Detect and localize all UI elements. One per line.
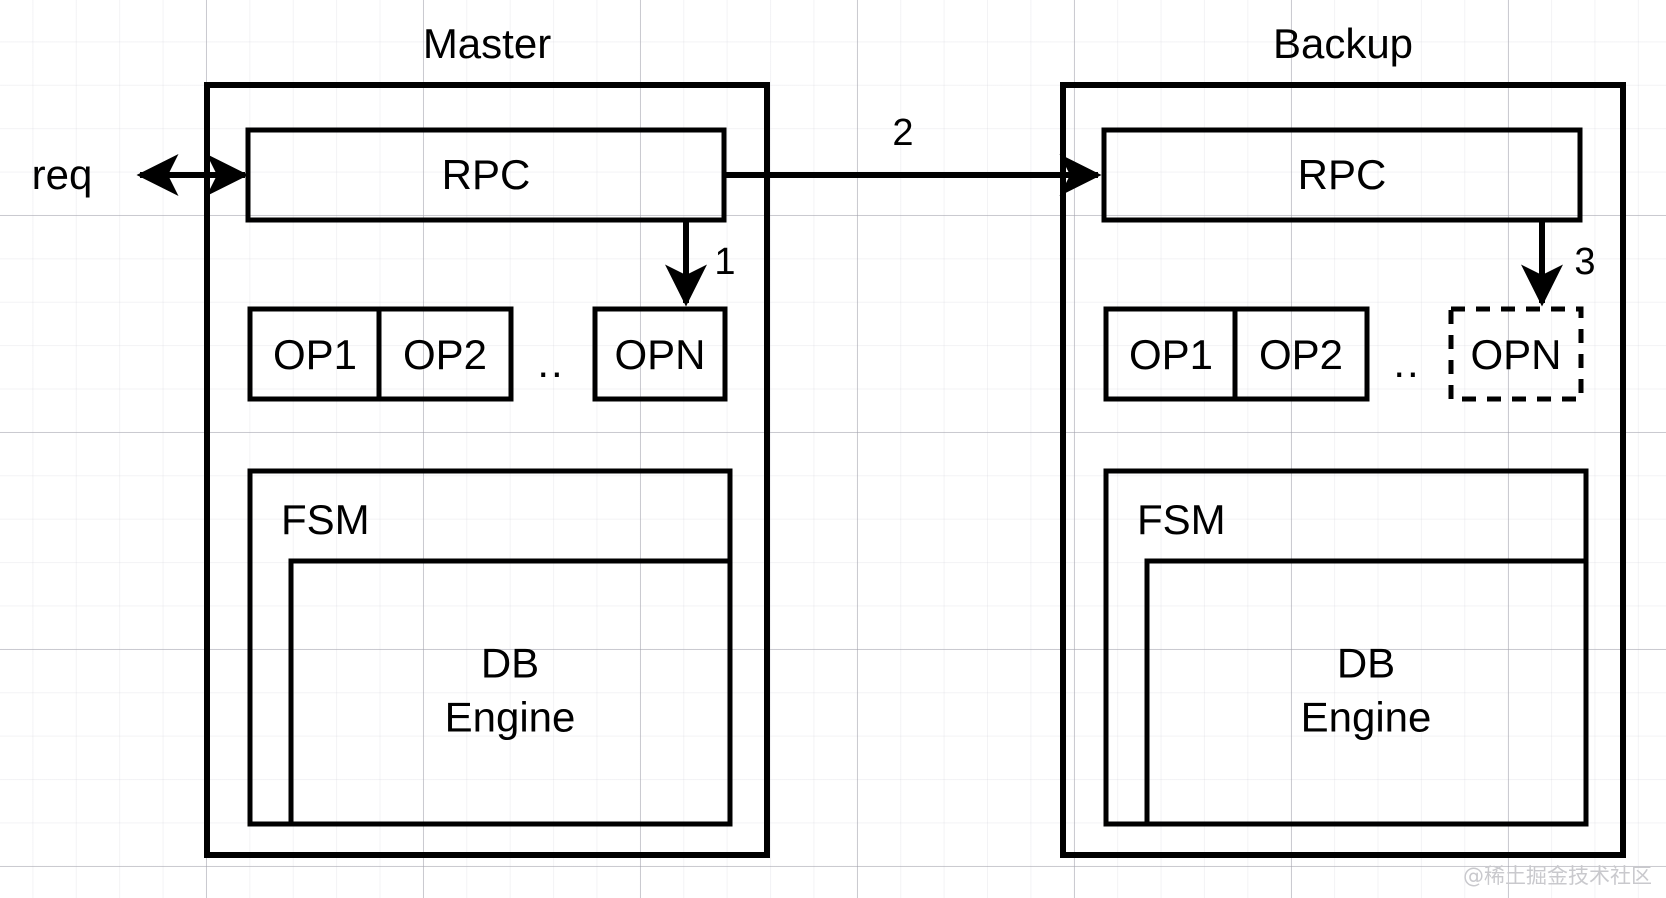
master-db-engine-label: DB Engine [445, 636, 576, 744]
backup-db-engine-box [1144, 558, 1589, 827]
backup-op2-label: OP2 [1258, 331, 1344, 378]
master-db-line2: Engine [444, 693, 576, 740]
master-opn-box [592, 306, 728, 402]
backup-fsm-label: FSM [1137, 496, 1226, 543]
backup-ellipsis: .. [1393, 339, 1421, 386]
backup-opn-box [1448, 306, 1584, 402]
backup-rpc-label: RPC [1297, 151, 1387, 198]
master-rpc-label: RPC [441, 151, 531, 198]
backup-op2-box [1232, 306, 1370, 402]
master-db-line1: DB [480, 639, 540, 687]
master-op2-box [376, 306, 514, 402]
backup-rpc-box [1101, 127, 1583, 223]
master-fsm-label: FSM [281, 496, 370, 543]
master-db-engine-box [288, 558, 733, 827]
master-title: Master [422, 20, 552, 67]
req-label: req [31, 151, 93, 198]
edge-label-2: 2 [892, 112, 914, 154]
backup-db-line2: Engine [1300, 693, 1432, 740]
edge-label-3: 3 [1574, 241, 1596, 283]
backup-container [1060, 82, 1626, 858]
master-opn-label: OPN [614, 331, 706, 378]
master-container [204, 82, 770, 858]
master-ellipsis: .. [537, 339, 565, 386]
edge-label-1: 1 [714, 241, 736, 283]
watermark: @稀土掘金技术社区 [1463, 864, 1652, 888]
master-op2-label: OP2 [402, 331, 488, 378]
backup-db-engine-label: DB Engine [1301, 636, 1432, 744]
backup-opn-label: OPN [1470, 331, 1562, 378]
backup-op1-label: OP1 [1128, 331, 1214, 378]
master-op1-label: OP1 [272, 331, 358, 378]
backup-title: Backup [1272, 20, 1414, 67]
backup-db-line1: DB [1336, 639, 1396, 687]
